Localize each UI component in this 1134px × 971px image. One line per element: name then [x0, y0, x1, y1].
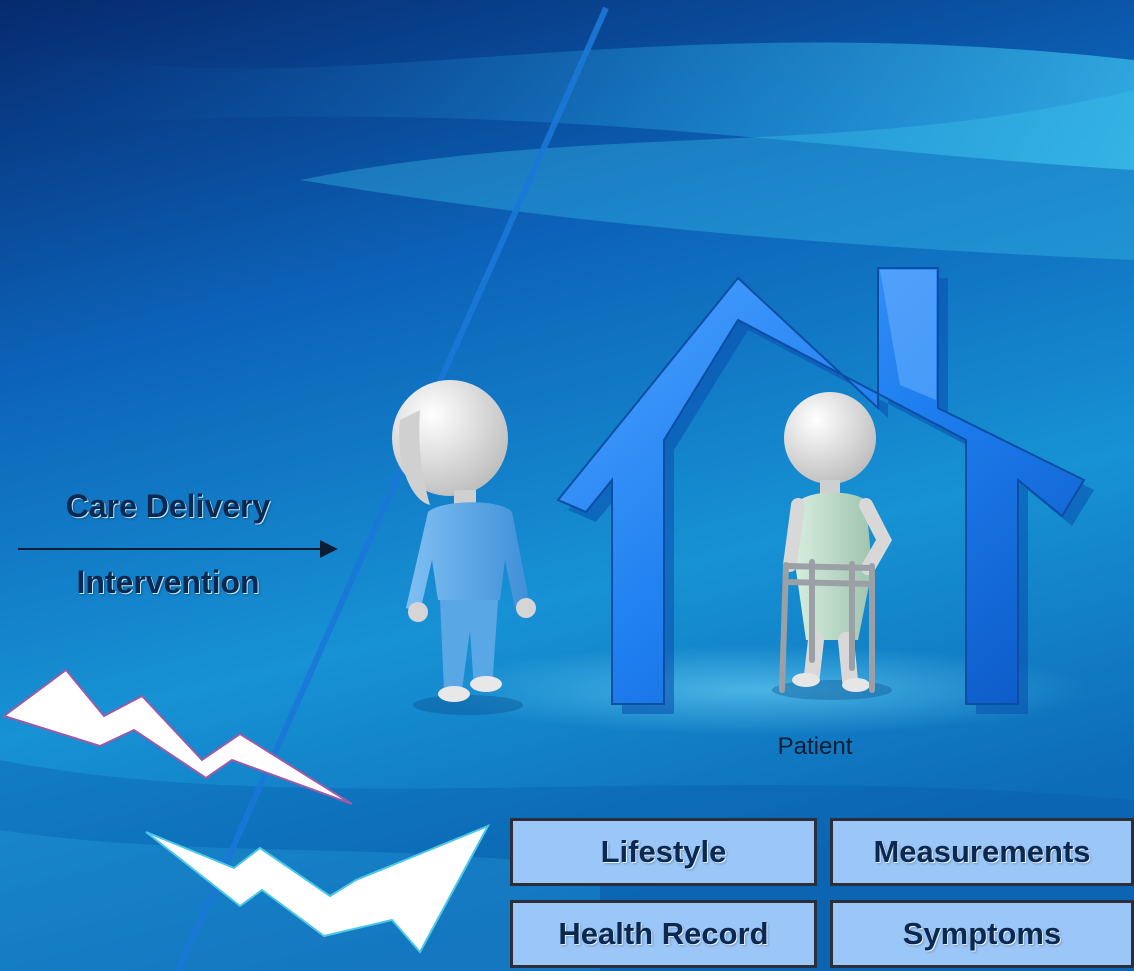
background-wave	[300, 90, 1134, 260]
house-icon	[556, 267, 1094, 714]
symptoms-box: Symptoms	[830, 900, 1134, 968]
health-record-box: Health Record	[510, 900, 817, 968]
background-wave	[0, 40, 1134, 170]
nurse-figure-icon	[392, 380, 536, 715]
patient-with-walker-icon	[772, 392, 892, 700]
floor-glow	[430, 645, 1090, 735]
measurements-box: Measurements	[830, 818, 1134, 886]
intervention-label: Intervention	[76, 564, 260, 600]
lifestyle-box: Lifestyle	[510, 818, 817, 886]
care-delivery-label: Care Delivery	[65, 488, 271, 524]
lightning-bolt-icon	[145, 824, 491, 954]
lightning-bolt-icon	[1, 668, 353, 805]
patient-label: Patient	[777, 733, 853, 760]
divider-line	[175, 6, 609, 971]
